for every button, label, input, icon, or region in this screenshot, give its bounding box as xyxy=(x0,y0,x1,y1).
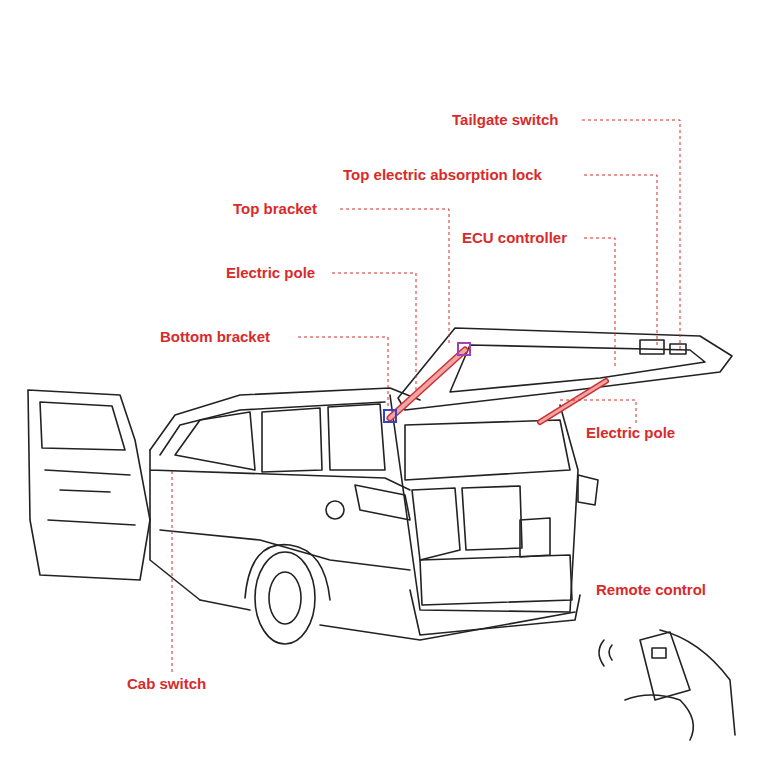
electric-pole-right-inner xyxy=(540,381,606,422)
part-label: Tailgate switch xyxy=(452,111,558,129)
electric-pole-left xyxy=(390,350,465,418)
tailgate-opening xyxy=(390,395,578,612)
electric-pole-left-inner xyxy=(390,350,465,418)
wheel-arch xyxy=(245,545,330,600)
body-side xyxy=(150,450,410,600)
leader-line xyxy=(582,120,680,350)
top-bracket-mark xyxy=(458,343,470,355)
leader-line xyxy=(172,470,173,672)
absorption-lock xyxy=(640,340,664,354)
roof-line xyxy=(150,388,420,450)
front-door xyxy=(28,390,150,580)
rear-bumper xyxy=(410,590,580,635)
minivan-drawing xyxy=(28,328,735,740)
electric-pole-right xyxy=(540,381,606,422)
front-door-window xyxy=(40,402,125,450)
part-label: Top electric absorption lock xyxy=(343,166,542,184)
cargo-ceiling xyxy=(405,420,570,480)
part-label: ECU controller xyxy=(462,229,567,247)
body-crease xyxy=(160,530,410,570)
leader-line xyxy=(584,175,657,345)
side-window-3 xyxy=(328,404,385,470)
cargo-vent xyxy=(520,518,550,557)
tailgate-glass xyxy=(450,345,705,392)
leader-line xyxy=(560,400,636,424)
side-window-2 xyxy=(262,408,322,472)
rear-seats xyxy=(412,486,522,560)
part-label: Cab switch xyxy=(127,675,206,693)
part-label: Top bracket xyxy=(233,200,317,218)
bottom-bracket-mark xyxy=(384,410,396,422)
part-label: Electric pole xyxy=(226,264,315,282)
part-label: Electric pole xyxy=(586,424,675,442)
remote-fob xyxy=(640,632,690,700)
hand xyxy=(625,630,735,740)
leader-line xyxy=(298,337,388,410)
fuel-cap xyxy=(326,501,344,519)
signal-waves xyxy=(599,640,612,666)
leader-line xyxy=(332,273,416,392)
side-window-1 xyxy=(175,412,255,470)
tailgate-switch-symbol xyxy=(670,344,686,354)
leader-line xyxy=(340,209,449,345)
tail-lights xyxy=(355,475,598,520)
part-label: Bottom bracket xyxy=(160,328,270,346)
cargo-floor xyxy=(420,555,572,605)
rear-rim xyxy=(269,572,301,624)
remote-button xyxy=(652,648,666,658)
part-label: Remote control xyxy=(596,581,706,599)
body-bottom xyxy=(200,600,575,640)
leader-line xyxy=(584,238,615,368)
rear-wheel xyxy=(255,552,315,644)
front-door-panel xyxy=(45,470,135,525)
